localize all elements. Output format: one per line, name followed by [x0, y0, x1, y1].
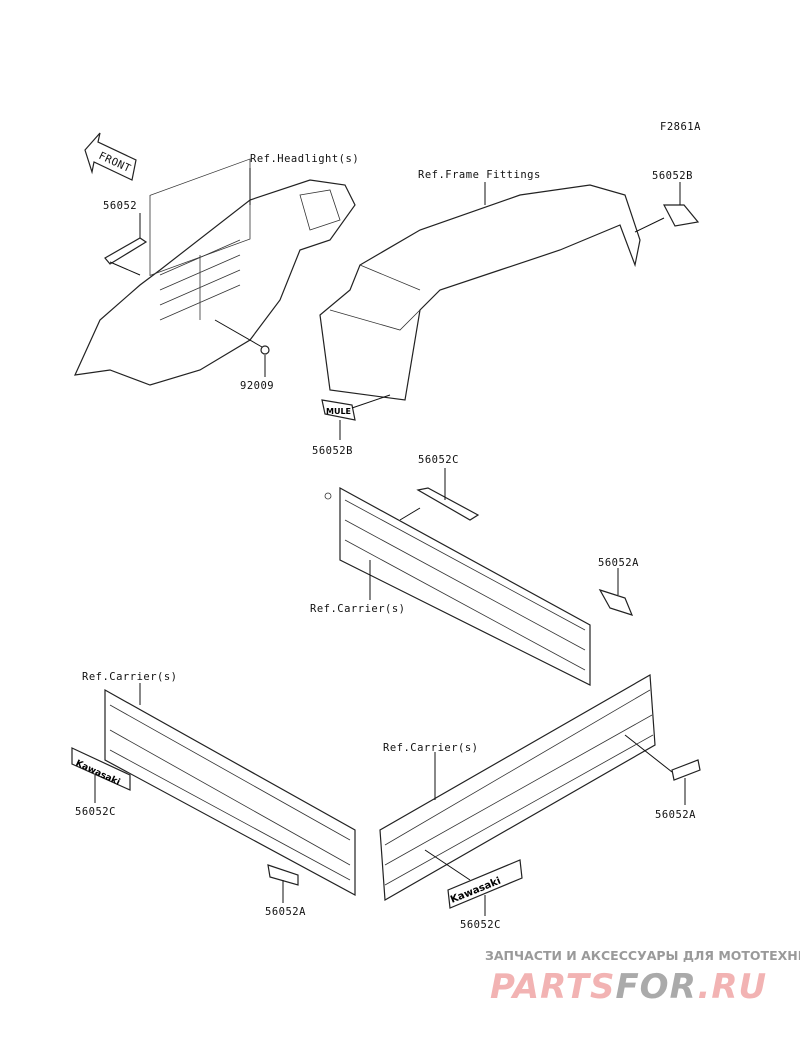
- frame-fitting-part: [319, 184, 641, 401]
- label-56052A-right: 56052A: [598, 557, 639, 569]
- label-carrier-ref-1: Ref.Carrier(s): [310, 603, 406, 615]
- watermark-tagline: ЗАПЧАСТИ И АКСЕССУАРЫ ДЛЯ МОТОТЕХНИКИ: [485, 948, 800, 963]
- mule-decal: MULE: [321, 399, 356, 421]
- front-cover-part: [74, 158, 356, 386]
- decal-56052A-right: [598, 588, 634, 616]
- label-56052A-lower-right: 56052A: [655, 809, 696, 821]
- label-frame-fittings-ref: Ref.Frame Fittings: [418, 169, 541, 181]
- diagram-code: F2861A: [660, 121, 701, 133]
- decal-56052: [104, 237, 148, 265]
- decal-56052A-lower-right: [671, 759, 701, 781]
- label-56052B-top: 56052B: [652, 170, 693, 182]
- label-56052C-top: 56052C: [418, 454, 459, 466]
- label-92009: 92009: [240, 380, 274, 392]
- carrier-gate-right: [379, 674, 656, 901]
- carrier-gate-left: [104, 688, 356, 897]
- decal-56052B-top: [663, 204, 700, 227]
- label-headlight-ref: Ref.Headlight(s): [250, 153, 359, 165]
- svg-text:MULE: MULE: [326, 407, 351, 416]
- label-56052C-left: 56052C: [75, 806, 116, 818]
- label-56052C-bottom: 56052C: [460, 919, 501, 931]
- carrier-gate-upper: [324, 486, 591, 686]
- decal-56052C-top: [416, 487, 480, 521]
- label-carrier-ref-3: Ref.Carrier(s): [383, 742, 479, 754]
- label-carrier-ref-2: Ref.Carrier(s): [82, 671, 178, 683]
- front-arrow-icon: FRONT: [84, 132, 137, 181]
- label-56052: 56052: [103, 200, 137, 212]
- decal-56052A-bottom: [267, 864, 299, 886]
- label-56052A-bottom: 56052A: [265, 906, 306, 918]
- label-56052B-mid: 56052B: [312, 445, 353, 457]
- watermark-logo: PARTSFOR.RU: [490, 967, 768, 1007]
- screw-92009: [260, 345, 270, 355]
